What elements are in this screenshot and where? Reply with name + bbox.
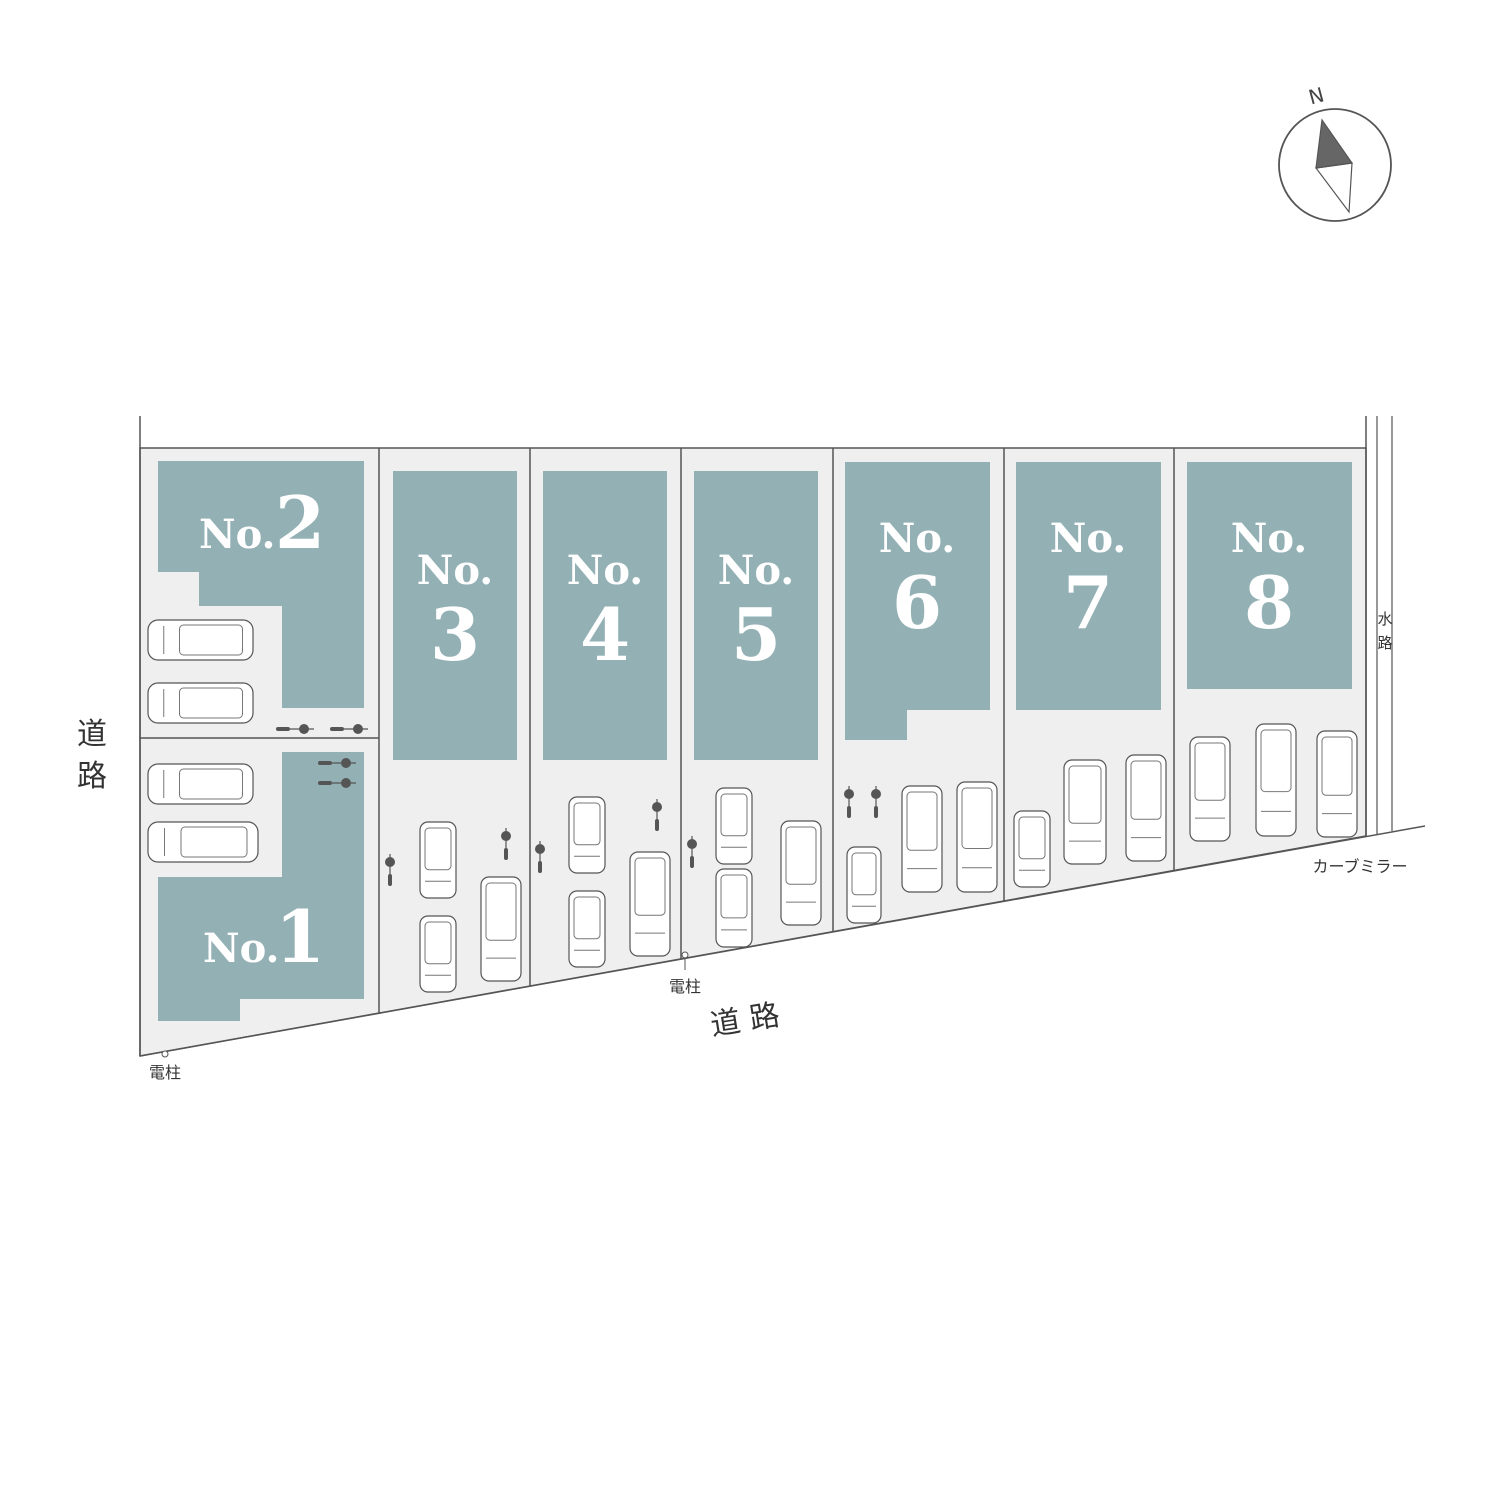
car-icon <box>147 821 259 863</box>
lot-no1-prefix: No. <box>203 925 279 972</box>
lot-no7-number: 7 <box>1063 560 1113 645</box>
building-no8[interactable] <box>1187 462 1352 689</box>
pole-label-1: 電柱 <box>149 1063 181 1082</box>
bicycle-icon <box>318 778 356 788</box>
utility-pole-icon <box>681 951 689 959</box>
car-icon <box>147 619 254 661</box>
car-icon <box>715 868 753 948</box>
lot-no8-number: 8 <box>1244 560 1294 645</box>
lot-no3-prefix: No. <box>417 547 493 594</box>
car-icon <box>1125 754 1167 862</box>
road-edge-south <box>139 825 1426 1057</box>
car-icon <box>846 846 882 924</box>
car-icon <box>480 876 522 982</box>
road-label-west-2: 路 <box>77 759 107 794</box>
building-no3[interactable] <box>393 471 517 760</box>
building-no7[interactable] <box>1016 462 1161 710</box>
car-icon <box>568 796 606 874</box>
car-icon <box>1189 736 1231 842</box>
car-icon <box>715 787 753 865</box>
car-icon <box>1255 723 1297 837</box>
lot-no8-prefix: No. <box>1231 515 1307 562</box>
lot-no7-prefix: No. <box>1050 515 1126 562</box>
road-label-west-1: 道 <box>77 717 107 752</box>
building-no6[interactable] <box>845 462 990 740</box>
bicycle-icon <box>276 724 314 734</box>
car-icon <box>147 763 254 805</box>
lot-no2-prefix: No. <box>199 511 275 558</box>
road-label-south: 道 路 <box>708 998 782 1043</box>
bicycle-icon <box>871 786 881 818</box>
lot-no4-number: 4 <box>580 592 630 677</box>
lot-no5-prefix: No. <box>718 547 794 594</box>
lot-no6-number: 6 <box>892 560 942 645</box>
lot-no6-prefix: No. <box>879 515 955 562</box>
car-icon <box>147 682 254 724</box>
building-no2[interactable] <box>158 461 364 708</box>
car-icon <box>419 915 457 993</box>
pole-label-2: 電柱 <box>669 977 701 996</box>
waterway-label-2: 路 <box>1377 634 1392 652</box>
bicycle-icon <box>385 854 395 886</box>
bicycle-icon <box>844 786 854 818</box>
compass-icon: N <box>1278 82 1392 222</box>
bicycle-icon <box>535 841 545 873</box>
building-no1[interactable] <box>158 752 364 1021</box>
bicycle-icon <box>687 836 697 868</box>
lot-no5-number: 5 <box>731 592 781 677</box>
waterway-label-1: 水 <box>1377 610 1392 628</box>
utility-pole-icon <box>161 1050 169 1058</box>
building-no5[interactable] <box>694 471 818 760</box>
car-icon <box>1316 730 1358 838</box>
lot-no1-number: 1 <box>275 894 325 979</box>
car-icon <box>901 785 943 893</box>
bicycle-icon <box>330 724 368 734</box>
compass-north-label: N <box>1306 82 1327 109</box>
building-no4[interactable] <box>543 471 667 760</box>
car-icon <box>1063 759 1107 865</box>
lot-no3-number: 3 <box>430 592 480 677</box>
lot-dividers <box>140 448 1175 1013</box>
bicycle-parking <box>276 724 881 886</box>
car-icon <box>629 851 671 957</box>
lot-no4-prefix: No. <box>567 547 643 594</box>
parking-cars <box>147 619 1358 993</box>
bicycle-icon <box>501 828 511 860</box>
bicycle-icon <box>652 799 662 831</box>
car-icon <box>419 821 457 899</box>
curve-mirror-label: カーブミラー <box>1312 857 1407 876</box>
car-icon <box>1013 810 1051 888</box>
lot-no2-number: 2 <box>275 480 325 565</box>
car-icon <box>956 781 998 893</box>
bicycle-icon <box>318 758 356 768</box>
car-icon <box>568 890 606 968</box>
car-icon <box>780 820 822 926</box>
